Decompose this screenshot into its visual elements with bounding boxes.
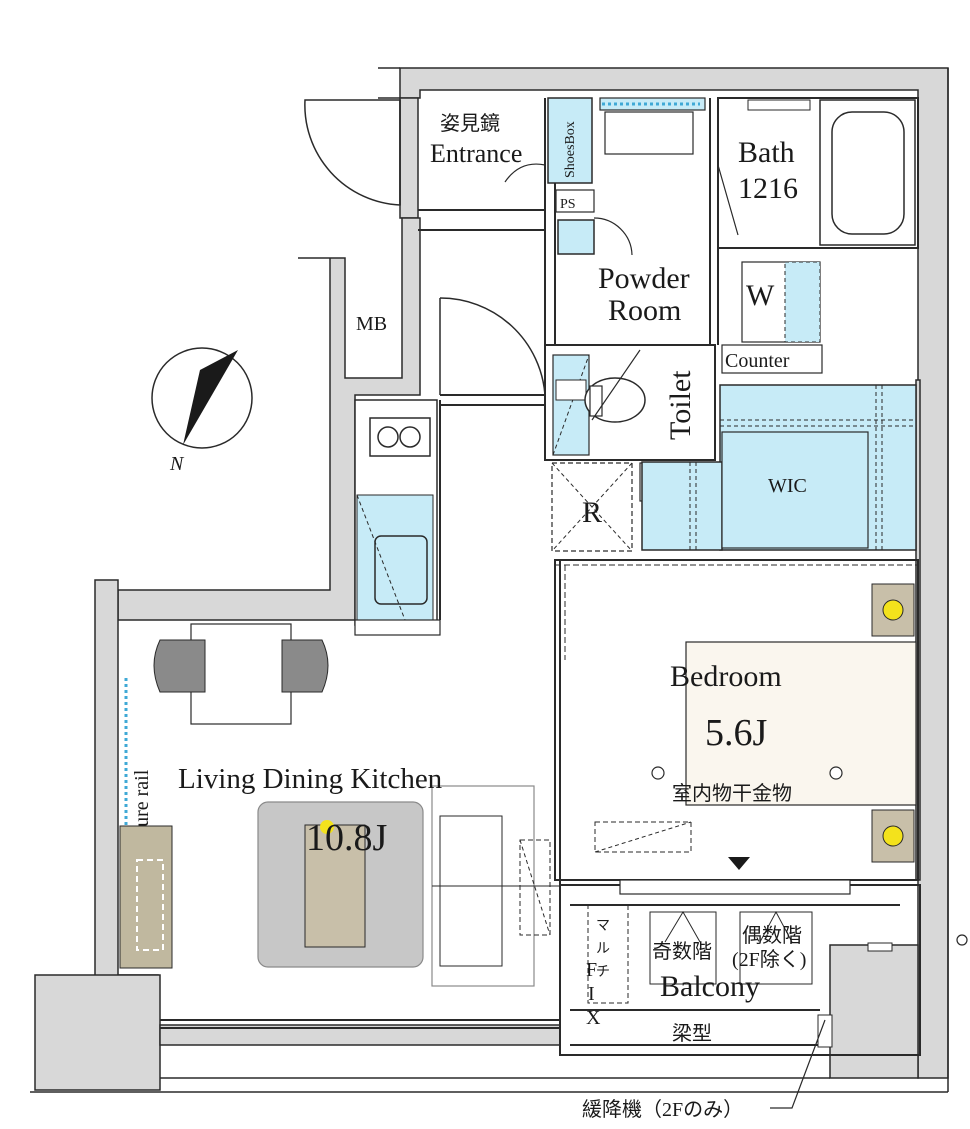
- entrance-door-swing-icon: [304, 99, 401, 206]
- toilet-label: Toilet: [664, 370, 697, 440]
- mb-label: MB: [356, 313, 387, 335]
- fix-label-2: I: [588, 983, 595, 1005]
- living-dining-kitchen: Picture rail Living Dining Kitchen 10.8J: [119, 623, 560, 987]
- mirror-label: 姿見鏡: [440, 112, 500, 135]
- outline-lines: [30, 67, 949, 1093]
- powder-room: Powder Room W Counter: [557, 97, 823, 374]
- chair: [281, 639, 329, 693]
- ldk-label: Living Dining Kitchen: [178, 763, 443, 795]
- bedroom-label: Bedroom: [670, 660, 782, 693]
- multi-label-3: チ: [596, 965, 610, 980]
- beam-label: 梁型: [672, 1022, 712, 1045]
- multi-label-2: ル: [596, 942, 610, 957]
- refrigerator-label: R: [582, 496, 602, 529]
- entrance-label: Entrance: [430, 139, 522, 168]
- hall-door-swing-icon: [439, 297, 546, 396]
- sink-icon: [557, 219, 595, 255]
- walk-in-closet: WIC: [641, 384, 917, 551]
- even-floors-note-label: (2F除く): [732, 948, 806, 971]
- odd-floors-label: 奇数階: [652, 940, 712, 963]
- powder-room-label-1: Powder: [598, 262, 690, 295]
- shoes-box: [547, 97, 593, 184]
- toilet-room: Toilet: [552, 349, 697, 456]
- bed: [685, 641, 917, 806]
- bathtub-icon: [831, 111, 905, 235]
- entrance-area: ShoesBox 姿見鏡 Entrance: [304, 97, 593, 206]
- coffee-table: [304, 824, 366, 948]
- wic-label: WIC: [768, 475, 807, 497]
- ldk-size-label: 10.8J: [306, 817, 387, 859]
- window-marker-icon: [728, 857, 750, 870]
- ps-top-label: PS: [560, 197, 576, 212]
- balcony: マ ル チ F I X 奇数階 偶数階 (2F除く) Balcony 梁型: [586, 879, 968, 1048]
- chair: [153, 639, 206, 693]
- escape-ladder-label: 緩降機（2Fのみ）: [582, 1098, 743, 1121]
- washer-label: W: [746, 279, 775, 312]
- counter-label: Counter: [725, 350, 790, 372]
- bedroom-size-label: 5.6J: [705, 712, 767, 754]
- powder-room-label-2: Room: [608, 294, 681, 327]
- bath-label: Bath: [738, 136, 795, 169]
- even-floors-label: 偶数階: [742, 924, 802, 947]
- kitchen-sink-icon: [374, 535, 428, 605]
- kitchen: [354, 399, 441, 636]
- balcony-label: Balcony: [660, 970, 760, 1003]
- compass-n-label: N: [169, 453, 185, 475]
- bathroom: Bath 1216: [738, 99, 916, 246]
- dining-table: [190, 623, 292, 725]
- bedroom: Bedroom 5.6J 室内物干金物: [555, 564, 918, 870]
- lamp-icon: [882, 825, 904, 847]
- shoes-box-label: ShoesBox: [563, 121, 578, 178]
- fix-label-1: F: [586, 959, 597, 981]
- drying-hardware-label: 室内物干金物: [672, 782, 792, 805]
- compass-icon: N: [151, 347, 253, 475]
- multi-label-1: マ: [596, 919, 610, 934]
- fix-label-3: X: [586, 1007, 601, 1029]
- bath-size-label: 1216: [738, 172, 798, 205]
- lamp-icon: [882, 599, 904, 621]
- interior-walls: [160, 97, 921, 1056]
